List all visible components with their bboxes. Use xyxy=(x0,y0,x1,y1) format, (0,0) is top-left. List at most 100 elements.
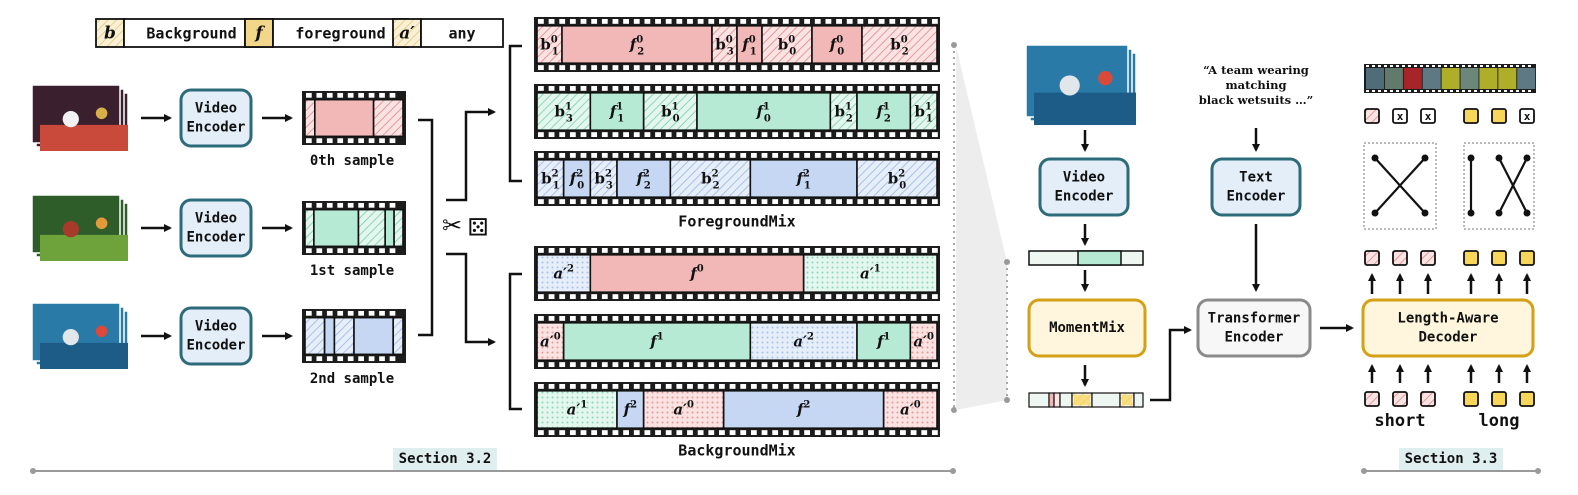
mixed-bar-highlight xyxy=(1074,395,1090,405)
film-perforation xyxy=(750,430,757,436)
film-perforation xyxy=(548,85,555,91)
film-segment-fill xyxy=(711,24,738,65)
segment-symbol-sub: 0 xyxy=(899,180,906,191)
decoder-output-token xyxy=(1519,250,1535,266)
film-perforation xyxy=(601,247,608,253)
segment-symbol-main: f xyxy=(876,333,886,351)
film-perforation xyxy=(761,294,768,300)
arrow-to-backgroundmix xyxy=(446,252,496,346)
film-perforation xyxy=(750,199,757,205)
film-perforation xyxy=(804,247,811,253)
token-frame xyxy=(1463,250,1479,266)
film-perforation xyxy=(559,132,566,138)
film-perforation xyxy=(580,199,587,205)
segment-symbol-sup: 0 xyxy=(927,331,934,342)
film-perforation xyxy=(740,85,747,91)
film-perforation xyxy=(1498,65,1501,67)
film-perforation xyxy=(889,85,896,91)
film-perforation xyxy=(740,247,747,253)
film-perforation xyxy=(665,199,672,205)
film-segment: f1 xyxy=(856,321,912,361)
film-perforation xyxy=(644,383,651,389)
film-perforation xyxy=(538,247,544,253)
film-segment xyxy=(353,316,395,356)
film-perforation xyxy=(580,132,587,138)
film-perforation xyxy=(836,152,842,158)
film-perforation xyxy=(814,315,821,321)
film-perforation xyxy=(878,315,885,321)
film-perforation xyxy=(1438,90,1441,92)
matching-line xyxy=(1374,157,1426,214)
film-segment-fill xyxy=(353,316,395,356)
film-segment: a′0 xyxy=(642,389,725,429)
token-frame xyxy=(1364,250,1380,266)
video-encoder-box-label-line: Video xyxy=(195,101,237,117)
film-perforation xyxy=(889,18,896,24)
film-perforation xyxy=(921,315,928,321)
segment-symbol: a′1 xyxy=(860,263,881,283)
film-perforation xyxy=(306,202,312,208)
film-perforation xyxy=(559,315,566,321)
film-segment-fill xyxy=(696,92,832,132)
film-perforation xyxy=(569,362,576,368)
film-segment-fill xyxy=(536,159,565,199)
segment-symbol: a′2 xyxy=(793,331,814,351)
sample-video-thumbnails xyxy=(31,302,129,370)
photo-ground xyxy=(40,124,128,151)
film-perforation xyxy=(601,65,608,71)
segment-symbol-main: a′ xyxy=(673,401,687,419)
film-perforation xyxy=(931,65,938,71)
film-perforation xyxy=(665,430,672,436)
prediction-token xyxy=(1463,108,1479,124)
film-perforation xyxy=(708,199,715,205)
section-left-rule-end xyxy=(30,468,36,474)
film-perforation xyxy=(729,65,736,71)
film-perforation xyxy=(900,152,906,158)
film-perforation xyxy=(612,362,619,368)
section-right-label: Section 3.3 xyxy=(1405,451,1498,467)
film-perforation xyxy=(676,18,683,24)
film-perforation xyxy=(538,132,544,138)
film-perforation xyxy=(665,65,672,71)
section-left-tag xyxy=(393,448,497,470)
film-perforation xyxy=(591,132,598,138)
film-perforation xyxy=(868,315,874,321)
film-perforation xyxy=(740,294,747,300)
film-perforation xyxy=(814,199,821,205)
film-perforation xyxy=(857,85,864,91)
film-perforation xyxy=(633,132,640,138)
film-perforation xyxy=(358,138,364,144)
film-perforation xyxy=(612,85,619,91)
segment-symbol-sup: 0 xyxy=(636,34,643,45)
film-perforation xyxy=(687,199,693,205)
film-perforation xyxy=(569,315,576,321)
legend-swatch xyxy=(95,18,125,48)
film-perforation xyxy=(782,294,789,300)
segment-symbol-main: b xyxy=(661,103,672,121)
segment-symbol-sup: 2 xyxy=(712,168,719,179)
film-perforation xyxy=(761,152,768,158)
film-perforation xyxy=(825,294,832,300)
segment-symbol-sub: 3 xyxy=(606,180,613,191)
query-video-thumbnails xyxy=(1025,44,1137,126)
film-perforation xyxy=(644,132,651,138)
segment-symbol-sub: 0 xyxy=(764,113,771,124)
film-perforation xyxy=(729,315,736,321)
segment-symbol-sub: 0 xyxy=(577,180,584,191)
segment-symbol-main: f xyxy=(569,170,579,188)
output-strip-frame-cell xyxy=(1366,68,1384,89)
film-perforation xyxy=(612,247,619,253)
film-perforation xyxy=(729,294,736,300)
mixed-feature-bar xyxy=(1028,392,1144,408)
film-perforation xyxy=(750,65,757,71)
film-perforation xyxy=(814,85,821,91)
film-perforation xyxy=(772,362,779,368)
film-perforation xyxy=(687,430,693,436)
film-perforation xyxy=(804,199,811,205)
film-perforation xyxy=(868,430,874,436)
